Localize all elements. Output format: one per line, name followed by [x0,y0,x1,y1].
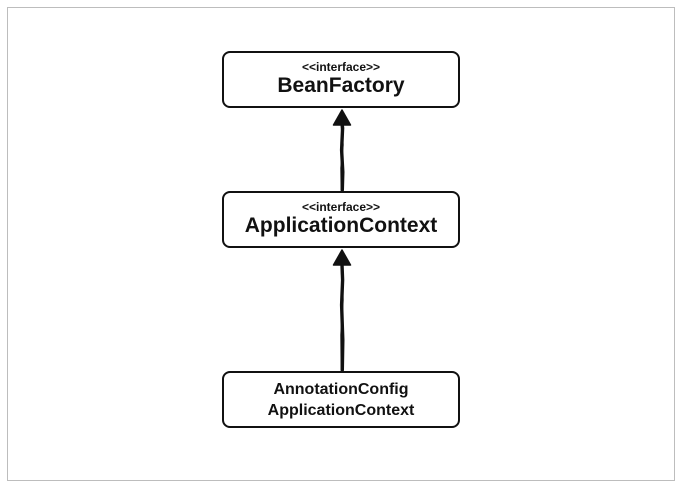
diagram-frame [7,7,675,481]
node-annotation-name-line-2: ApplicationContext [267,401,415,419]
node-annotation-config-application-context: AnnotationConfig ApplicationContext [222,371,460,428]
node-bean-factory-stereotype: <<interface>> [301,60,381,74]
node-application-context-stereotype: <<interface>> [301,200,381,214]
edge-annotation-to-appcontext [332,249,352,372]
node-bean-factory-name: BeanFactory [277,74,405,97]
node-application-context: <<interface>> ApplicationContext [222,191,460,248]
node-application-context-name: ApplicationContext [244,214,438,237]
node-annotation-name-line-1: AnnotationConfig [273,380,409,398]
node-bean-factory: <<interface>> BeanFactory [222,51,460,108]
edge-appcontext-to-beanfactory [332,109,352,192]
